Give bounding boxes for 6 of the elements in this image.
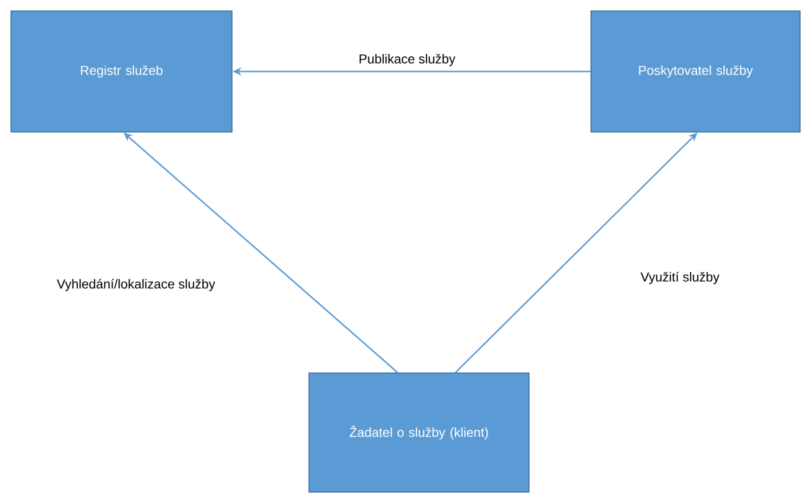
edge-label: Vyhledání/lokalizace služby: [56, 278, 216, 292]
edge-label: Publikace služby: [358, 52, 456, 68]
process-box: Poskytovatel služby: [590, 10, 800, 132]
process-box: Registr služeb: [10, 10, 232, 132]
edge-label: Využití služby: [640, 270, 720, 286]
process-box: Žadatel o služby (klient): [308, 372, 530, 492]
